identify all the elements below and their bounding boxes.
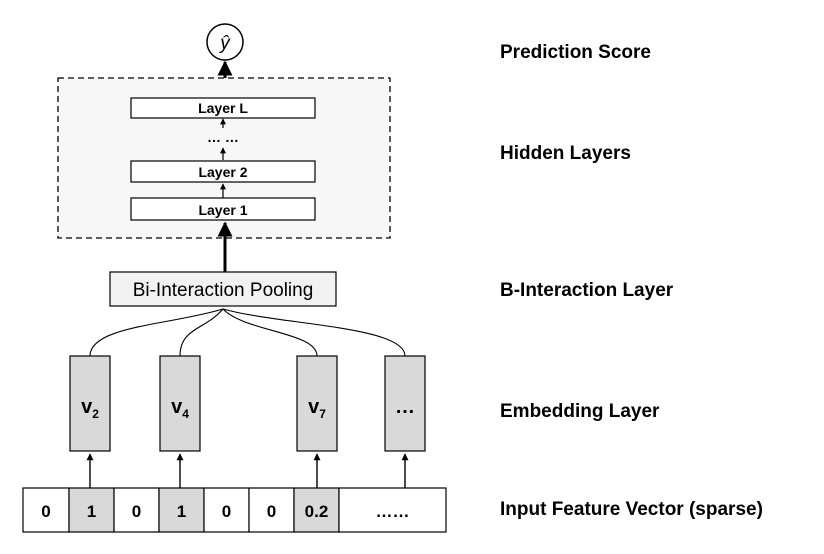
- label-input-feature-vector: Input Feature Vector (sparse): [500, 499, 763, 520]
- embedding-v2: v2: [69, 355, 111, 452]
- input-cell-value: 0: [267, 502, 276, 521]
- input-cell-value: 0.2: [305, 502, 329, 521]
- hidden-layers-ellipsis: … …: [207, 129, 239, 145]
- layer-l-label: Layer L: [198, 100, 248, 116]
- input-feature-vector: 0 1 0 1 0 0 0.2 ……: [22, 487, 447, 533]
- input-cell-box: [68, 487, 115, 533]
- embedding-v2-box: [69, 355, 111, 452]
- embedding-more-label: …: [395, 396, 415, 418]
- bi-interaction-pooling: Bi-Interaction Pooling: [109, 271, 337, 307]
- embedding-v2-label: v2: [81, 396, 99, 421]
- label-prediction-score: Prediction Score: [500, 42, 651, 63]
- layer-1-label: Layer 1: [198, 202, 247, 218]
- embedding-v4-box: [159, 355, 201, 452]
- embedding-v7: v7: [296, 355, 338, 452]
- input-cell-value: 1: [177, 502, 186, 521]
- input-cell: 0: [203, 487, 250, 533]
- layer-2-label: Layer 2: [198, 164, 247, 180]
- curve-v4-to-pooling: [179, 308, 224, 357]
- layer-1-box: [130, 197, 316, 221]
- input-cell: 0.2: [293, 487, 340, 533]
- input-cell-box: [113, 487, 160, 533]
- embedding-v4: v4: [159, 355, 201, 452]
- input-cell: ……: [338, 487, 447, 533]
- input-cell-value: 0: [222, 502, 231, 521]
- hidden-layers-block: Layer L … … Layer 2 Layer 1: [57, 77, 391, 239]
- input-cell-box: [338, 487, 447, 533]
- prediction-symbol: ŷ: [218, 33, 231, 54]
- input-cell-box: [22, 487, 70, 533]
- curve-v7-to-pooling: [222, 308, 318, 357]
- embedding-v4-label: v4: [171, 396, 189, 421]
- embedding-more-box: [384, 355, 426, 452]
- curve-more-to-pooling: [222, 308, 406, 357]
- input-cell: 1: [158, 487, 205, 533]
- input-cell-value: ……: [376, 502, 410, 521]
- embedding-more: …: [384, 355, 426, 452]
- lookup-arrows: [86, 453, 409, 488]
- input-cell: 0: [113, 487, 160, 533]
- embedding-v7-label: v7: [308, 396, 326, 421]
- interaction-connections: [89, 308, 406, 357]
- layer-2-box: [130, 160, 316, 183]
- input-cell-value: 0: [41, 502, 50, 521]
- label-interaction-layer: B-Interaction Layer: [500, 280, 674, 301]
- input-cell: 0: [248, 487, 295, 533]
- input-cell-value: 0: [132, 502, 141, 521]
- label-embedding-layer: Embedding Layer: [500, 401, 660, 422]
- embedding-v7-box: [296, 355, 338, 452]
- pooling-box: [109, 271, 337, 307]
- input-cell-box: [293, 487, 340, 533]
- input-cell-value: 1: [87, 502, 96, 521]
- curve-v2-to-pooling: [89, 308, 224, 357]
- embedding-layer: v2 v4 v7 …: [69, 355, 426, 452]
- input-cell: 1: [68, 487, 115, 533]
- prediction-output-node: ŷ: [206, 23, 244, 61]
- label-hidden-layers: Hidden Layers: [500, 143, 631, 164]
- input-cell: 0: [22, 487, 70, 533]
- pooling-label: Bi-Interaction Pooling: [133, 280, 314, 301]
- input-cell-box: [248, 487, 295, 533]
- layer-l-box: [130, 97, 316, 119]
